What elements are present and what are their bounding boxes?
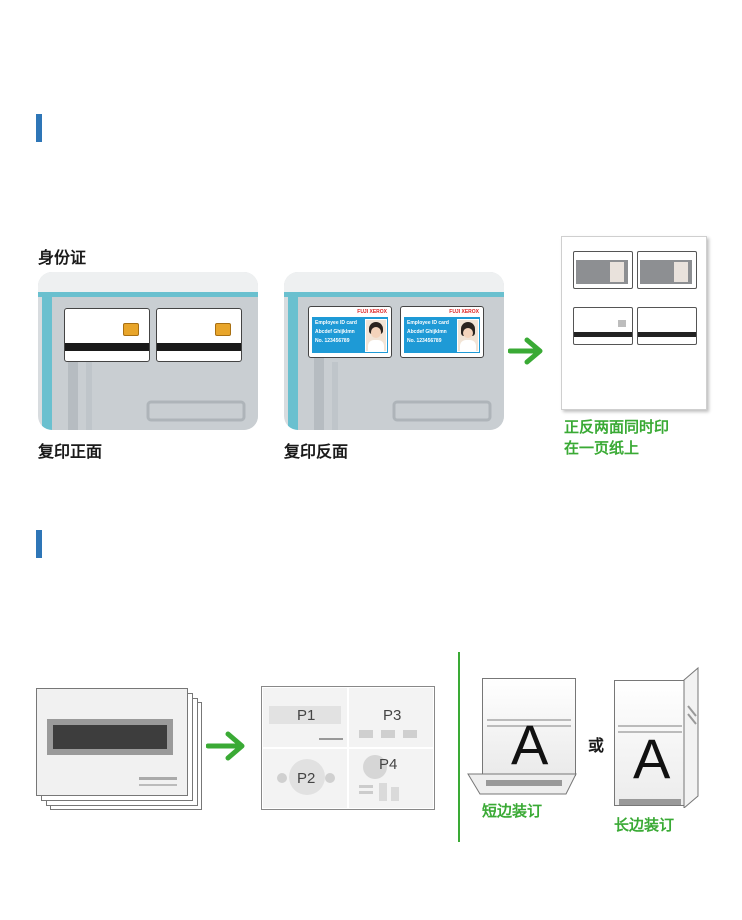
n-up-quadrant-p4: P4 [349, 749, 433, 808]
caption-copy-back: 复印反面 [284, 442, 349, 461]
card-photo [365, 319, 387, 352]
scanner-photo-front [38, 272, 258, 430]
chip-icon [123, 323, 139, 336]
result-caption-line1: 正反两面同时印 [564, 418, 670, 436]
mini-card-front-2 [637, 307, 697, 345]
n-up-quadrant-p1: P1 [263, 688, 348, 748]
section-marker-1 [36, 114, 42, 142]
letter-a-long: A [633, 727, 671, 790]
id-card-back-1: FUJI XEROX Employee ID card Abcdef Ghijk… [308, 306, 392, 358]
right-arrow-icon [206, 731, 245, 761]
long-edge-binding-graphic: A [612, 666, 700, 814]
short-edge-binding-label: 短边装订 [482, 802, 543, 820]
n-up-page: P1 P3 P2 P4 [261, 686, 435, 810]
scanner-photo-back: FUJI XEROX Employee ID card Abcdef Ghijk… [284, 272, 504, 430]
id-card-front-1 [64, 308, 150, 362]
original-pages-stack [36, 688, 206, 810]
card-photo [457, 319, 479, 352]
or-label: 或 [588, 736, 605, 755]
caption-copy-front: 复印正面 [38, 442, 103, 461]
short-edge-binding-graphic: A [466, 678, 578, 800]
magnetic-stripe [65, 343, 149, 351]
n-up-quadrant-p2: P2 [263, 749, 348, 808]
card-title: Employee ID card [315, 320, 357, 326]
fuji-xerox-logo-icon: FUJI XEROX [357, 309, 387, 315]
section-marker-2 [36, 530, 42, 558]
card-name: Abcdef Ghijklmn [315, 329, 355, 335]
card-number: No. 123456789 [407, 338, 442, 344]
page-label-p1: P1 [297, 707, 316, 724]
page-label-p2: P2 [297, 770, 316, 787]
result-page [561, 236, 707, 410]
card-name: Abcdef Ghijklmn [407, 329, 447, 335]
id-card-heading: 身份证 [38, 248, 87, 267]
magnetic-stripe [157, 343, 241, 351]
letter-a-short: A [511, 713, 549, 776]
right-arrow-icon [508, 337, 543, 365]
mini-card-back-1 [573, 251, 633, 289]
page-label-p3: P3 [383, 707, 402, 724]
id-card-back-2: FUJI XEROX Employee ID card Abcdef Ghijk… [400, 306, 484, 358]
vertical-divider [458, 652, 460, 842]
long-edge-binding-label: 长边装订 [614, 816, 675, 834]
fuji-xerox-logo-icon: FUJI XEROX [449, 309, 479, 315]
chip-icon [215, 323, 231, 336]
mini-card-front-1 [573, 307, 633, 345]
card-number: No. 123456789 [315, 338, 350, 344]
page-label-p4: P4 [379, 756, 398, 773]
n-up-quadrant-p3: P3 [349, 688, 433, 748]
id-card-front-2 [156, 308, 242, 362]
result-caption-line2: 在一页纸上 [564, 439, 640, 457]
card-title: Employee ID card [407, 320, 449, 326]
mini-card-back-2 [637, 251, 697, 289]
